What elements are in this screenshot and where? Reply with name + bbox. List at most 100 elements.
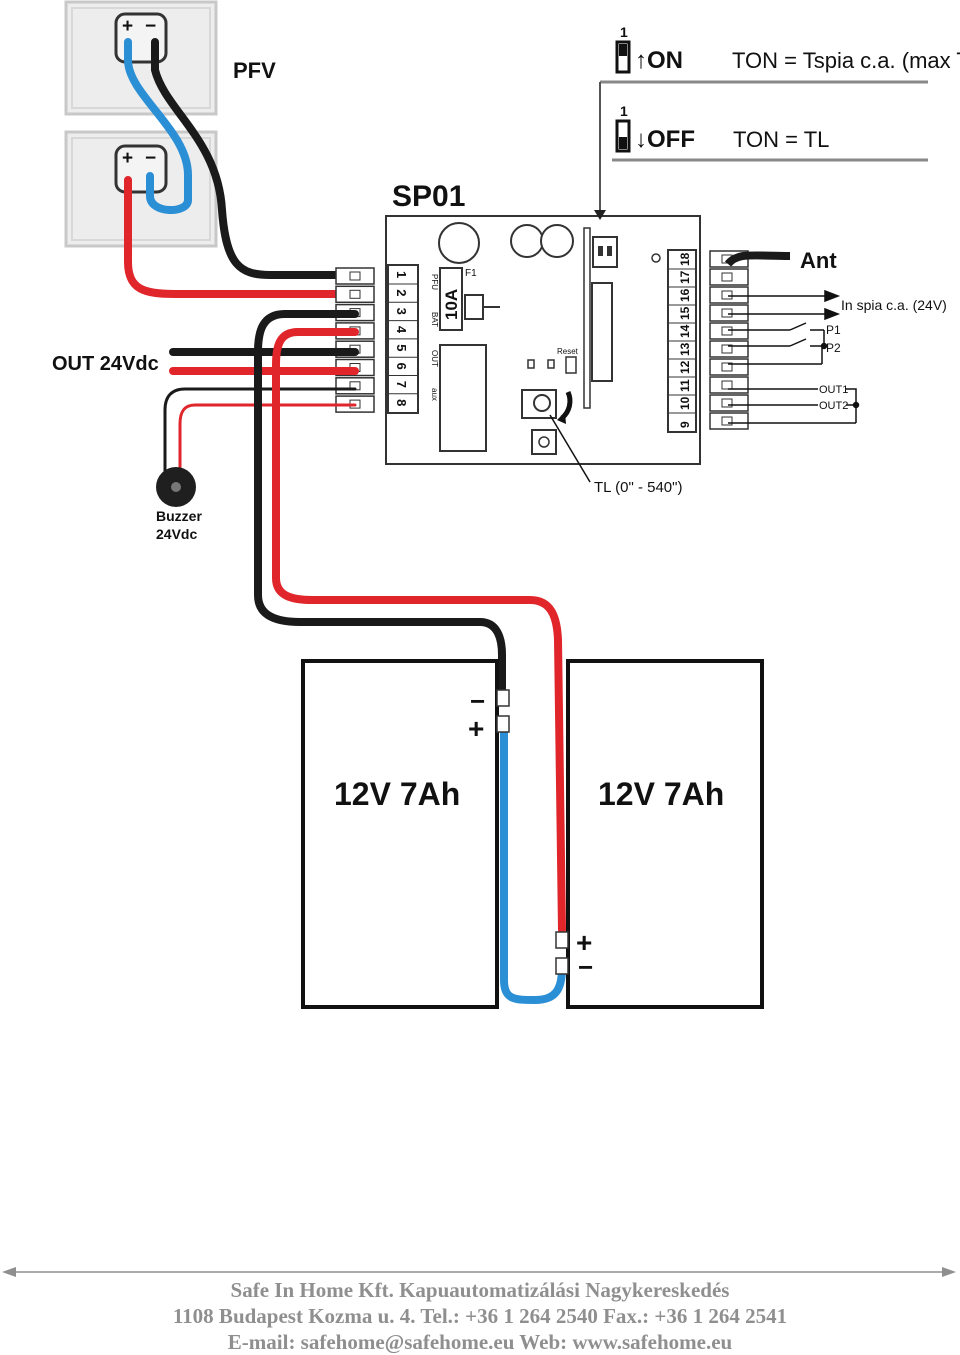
capacitor-1 (438, 222, 480, 264)
switch-settings: 1 ↑ON TON = Tspia c.a. (max TL) 1 ↓OFF T… (594, 24, 960, 220)
buzzer-voltage: 24Vdc (156, 526, 197, 542)
board-title: SP01 (392, 180, 465, 213)
left-terminal-numbers: 1 2 3 4 5 6 7 8 (388, 271, 418, 406)
diode (464, 294, 484, 320)
battery-wires (254, 310, 566, 1005)
left-terminal-number: 7 (394, 381, 409, 388)
right-connector-stack (709, 250, 749, 430)
right-terminal-number: 17 (678, 270, 692, 284)
group-label-pfu: PFU (430, 274, 439, 290)
led-l2 (547, 359, 555, 369)
reset-jumper (565, 356, 577, 374)
left-terminal-group-labels: PFU BAT OUT aux (430, 274, 439, 401)
right-terminal-number: 10 (678, 396, 692, 410)
battery-1 (301, 659, 499, 1009)
right-terminal-number: 9 (678, 421, 692, 428)
antenna-pad (651, 253, 661, 263)
wire-red-battery (272, 328, 566, 934)
switch-on-label: ↑ON (635, 47, 683, 74)
battery-1-plus: + (468, 713, 484, 744)
radio-module-slot (591, 282, 613, 382)
group-label-aux: aux (430, 388, 439, 401)
right-terminal-number: 11 (678, 379, 692, 392)
relay (439, 344, 487, 452)
dip-switch (592, 236, 618, 268)
wire-black-panel-minus (151, 38, 359, 279)
antenna-label: Ant (800, 248, 837, 273)
battery-2 (566, 659, 764, 1009)
out2-label: OUT2 (819, 400, 848, 412)
left-terminal-number: 8 (394, 399, 409, 406)
right-terminal-number: 15 (678, 306, 692, 320)
fuse-value: 10A (442, 289, 461, 320)
group-label-out: OUT (430, 350, 439, 367)
right-terminal-number: 14 (678, 324, 692, 338)
switch-on-formula: TON = Tspia c.a. (max TL) (732, 48, 960, 73)
switch-on-number: 1 (620, 24, 628, 40)
footer-company: Safe In Home Kft. Kapuautomatizálási Nag… (230, 1278, 730, 1302)
out1-label: OUT1 (819, 384, 848, 396)
antenna-wire (724, 251, 791, 267)
footer-divider (2, 1267, 956, 1277)
capacitor-3 (540, 224, 574, 258)
board-outline (385, 215, 701, 465)
right-side-connections: Ant In spia c.a. (24V) P1 P2 OUT1 OUT2 (724, 248, 947, 424)
pfv-label: PFV (233, 58, 276, 83)
footer-contact: E-mail: safehome@safehome.eu Web: www.sa… (227, 1330, 733, 1354)
battery-1-terminal-neg (496, 689, 510, 707)
out-24vdc-label: OUT 24Vdc (52, 353, 159, 375)
trimmer-label: TL (0" - 540") (594, 479, 682, 496)
panel-bottom-plus: + (122, 148, 133, 169)
battery-1-minus: − (470, 686, 485, 716)
trimmer-knob (533, 394, 551, 412)
battery-2-terminal-neg (555, 957, 569, 975)
fuse-label: F1 (465, 268, 477, 279)
wire-red-buzzer (178, 403, 357, 480)
footer: Safe In Home Kft. Kapuautomatizálási Nag… (0, 1262, 960, 1355)
left-terminal-number: 6 (394, 363, 409, 370)
panel-top-plus: + (122, 16, 133, 37)
right-terminal-number: 18 (678, 252, 692, 266)
group-label-bat: BAT (430, 312, 439, 327)
trimmer-callout: TL (0" - 540") (549, 414, 682, 496)
input-spia-label: In spia c.a. (24V) (841, 297, 947, 313)
wire-black-battery (254, 310, 506, 694)
panel-bottom-minus: − (145, 148, 156, 169)
switch-off-formula: TON = TL (733, 127, 829, 152)
battery-1-terminal-pos (496, 715, 510, 733)
battery-2-terminal-pos (555, 931, 569, 949)
right-terminal-number: 13 (678, 342, 692, 356)
left-terminal-number: 4 (394, 326, 409, 334)
switch-off-number: 1 (620, 103, 628, 119)
panel-top-minus: − (145, 16, 156, 37)
capacitor-2 (510, 224, 544, 258)
right-terminal-number: 16 (678, 288, 692, 302)
battery-2-plus: + (576, 927, 592, 958)
reset-label: Reset (557, 347, 579, 356)
wire-blue-battery-link (500, 716, 566, 1005)
switch-off-label: ↓OFF (635, 126, 695, 153)
battery-2-label: 12V 7Ah (598, 776, 724, 812)
right-terminal-number: 12 (678, 360, 692, 374)
vertical-connector (583, 227, 591, 409)
output-wires: OUT 24Vdc (52, 348, 359, 480)
left-terminal-number: 3 (394, 308, 409, 315)
wire-black-buzzer (163, 387, 357, 480)
batteries: 12V 7Ah − + 12V 7Ah + − (301, 659, 764, 1009)
buzzer-label: Buzzer (156, 508, 202, 524)
battery-1-label: 12V 7Ah (334, 776, 460, 812)
battery-2-minus: − (578, 952, 593, 982)
p2-label: P2 (826, 341, 841, 355)
fuse-holder (439, 267, 463, 331)
wire-red-panel-plus (124, 176, 359, 298)
left-terminal-number: 2 (394, 289, 409, 296)
led-l1 (527, 359, 535, 369)
buzzer: Buzzer 24Vdc (156, 467, 202, 542)
left-terminal-number: 5 (394, 344, 409, 351)
wire-blue-panel-series (124, 38, 192, 215)
left-terminal-number: 1 (394, 271, 409, 278)
p1-label: P1 (826, 323, 841, 337)
footer-address: 1108 Budapest Kozma u. 4. Tel.: +36 1 26… (172, 1304, 788, 1328)
